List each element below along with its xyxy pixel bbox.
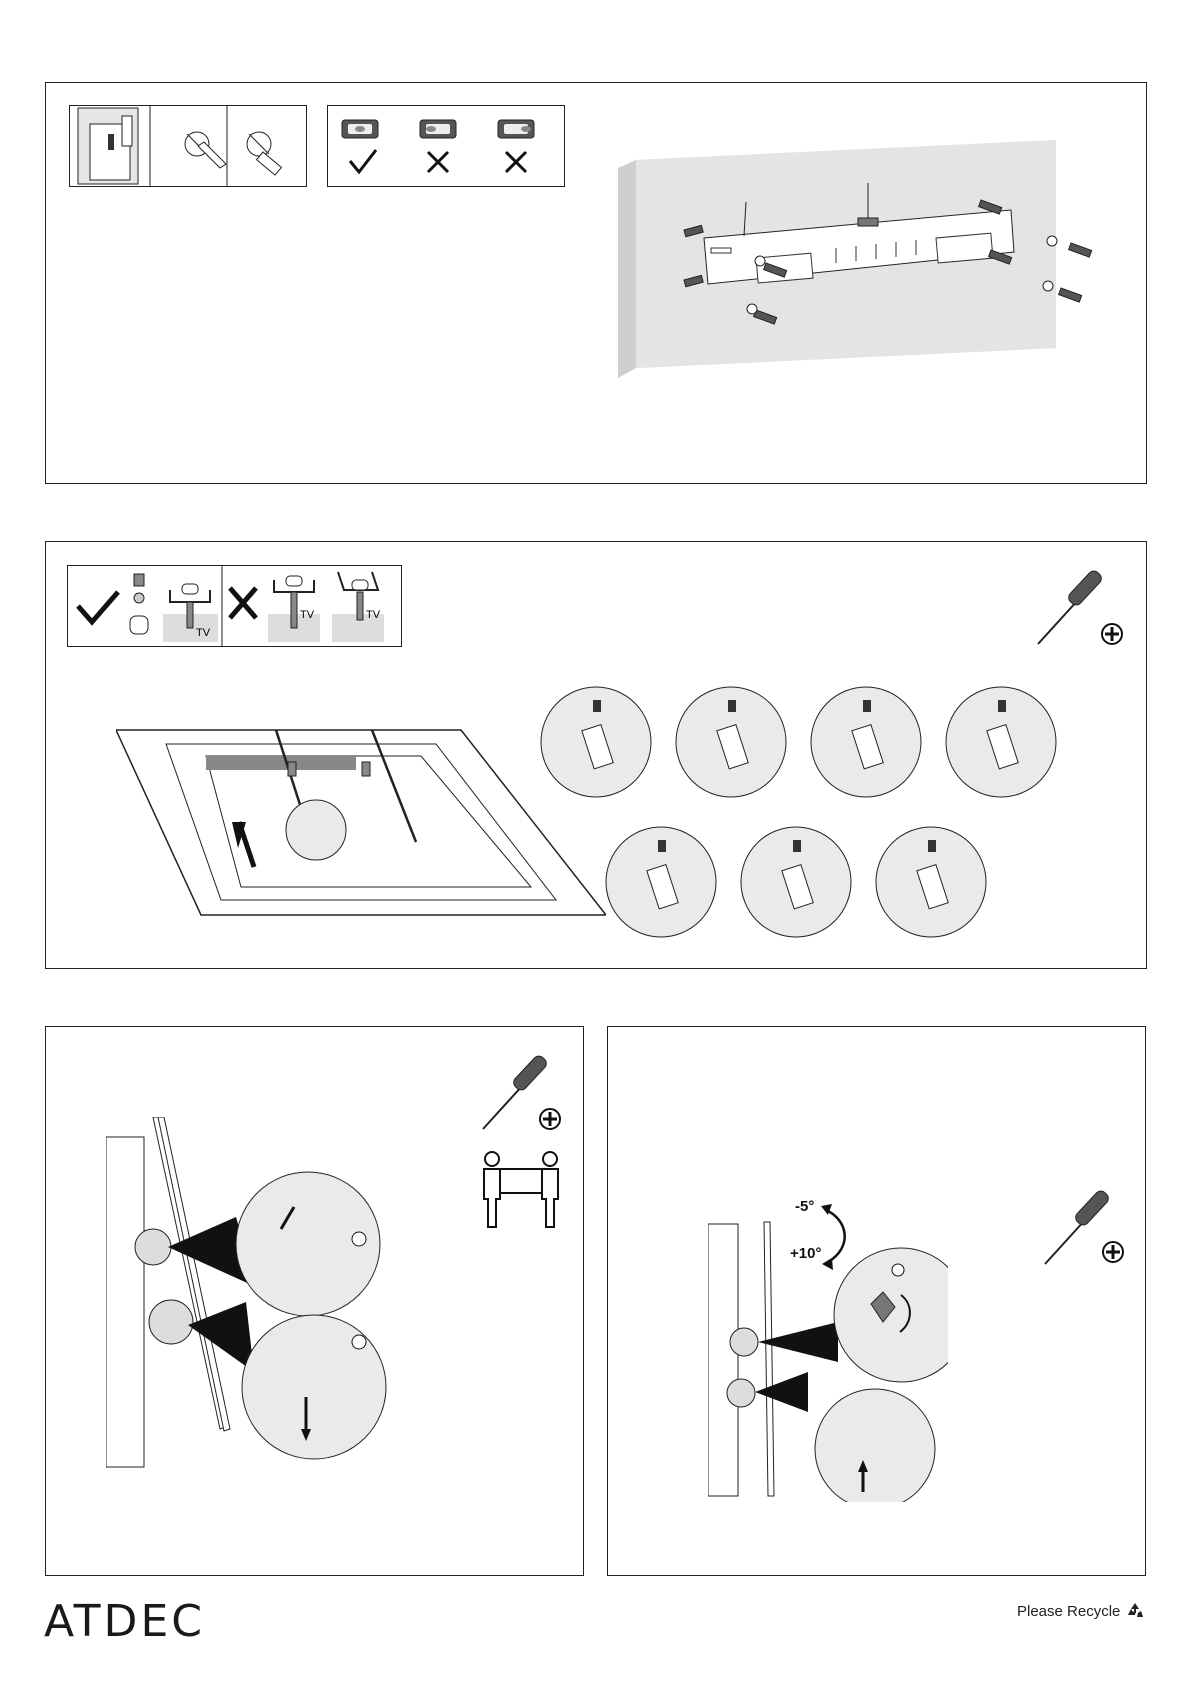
tv-back-illustration — [116, 682, 606, 962]
tv-label: TV — [300, 609, 315, 621]
phillips-icon — [538, 1107, 562, 1131]
recycle-icon — [1125, 1601, 1145, 1621]
hang-tv-illustration — [106, 1117, 456, 1507]
step1-panel — [45, 82, 1147, 484]
level-icon — [342, 120, 378, 138]
recycle-text: Please Recycle — [1017, 1603, 1120, 1620]
bolt-depth-inset: TV TV TV — [67, 565, 402, 647]
tv-label: TV — [196, 627, 211, 639]
two-person-lift-icon — [476, 1149, 566, 1229]
phillips-icon — [1101, 1240, 1125, 1264]
step3-panel — [45, 1026, 584, 1576]
cross-icon — [506, 152, 526, 172]
drill-icon — [247, 132, 281, 175]
recycle-notice: Please Recycle — [1017, 1601, 1145, 1621]
checkmark-icon — [78, 592, 118, 622]
cross-icon — [428, 152, 448, 172]
cross-icon — [230, 588, 256, 618]
tv-label: TV — [366, 609, 381, 621]
step4-panel: -5° +10° — [607, 1026, 1146, 1576]
wall-plate-illustration — [616, 138, 1116, 478]
step2-panel: TV TV TV — [45, 541, 1147, 969]
level-icon — [498, 120, 534, 138]
tilt-tv-illustration — [708, 1192, 948, 1502]
level-guide-inset — [327, 105, 565, 187]
bolt-size-variants — [536, 682, 1136, 952]
checkmark-icon — [350, 150, 376, 172]
drill-guide-inset — [69, 105, 307, 187]
brand-logo: ATDEC — [44, 1596, 205, 1647]
phillips-icon — [1100, 622, 1124, 646]
level-icon — [420, 120, 456, 138]
pencil-icon — [185, 132, 226, 168]
tilt-arrow-icon — [826, 1210, 845, 1262]
